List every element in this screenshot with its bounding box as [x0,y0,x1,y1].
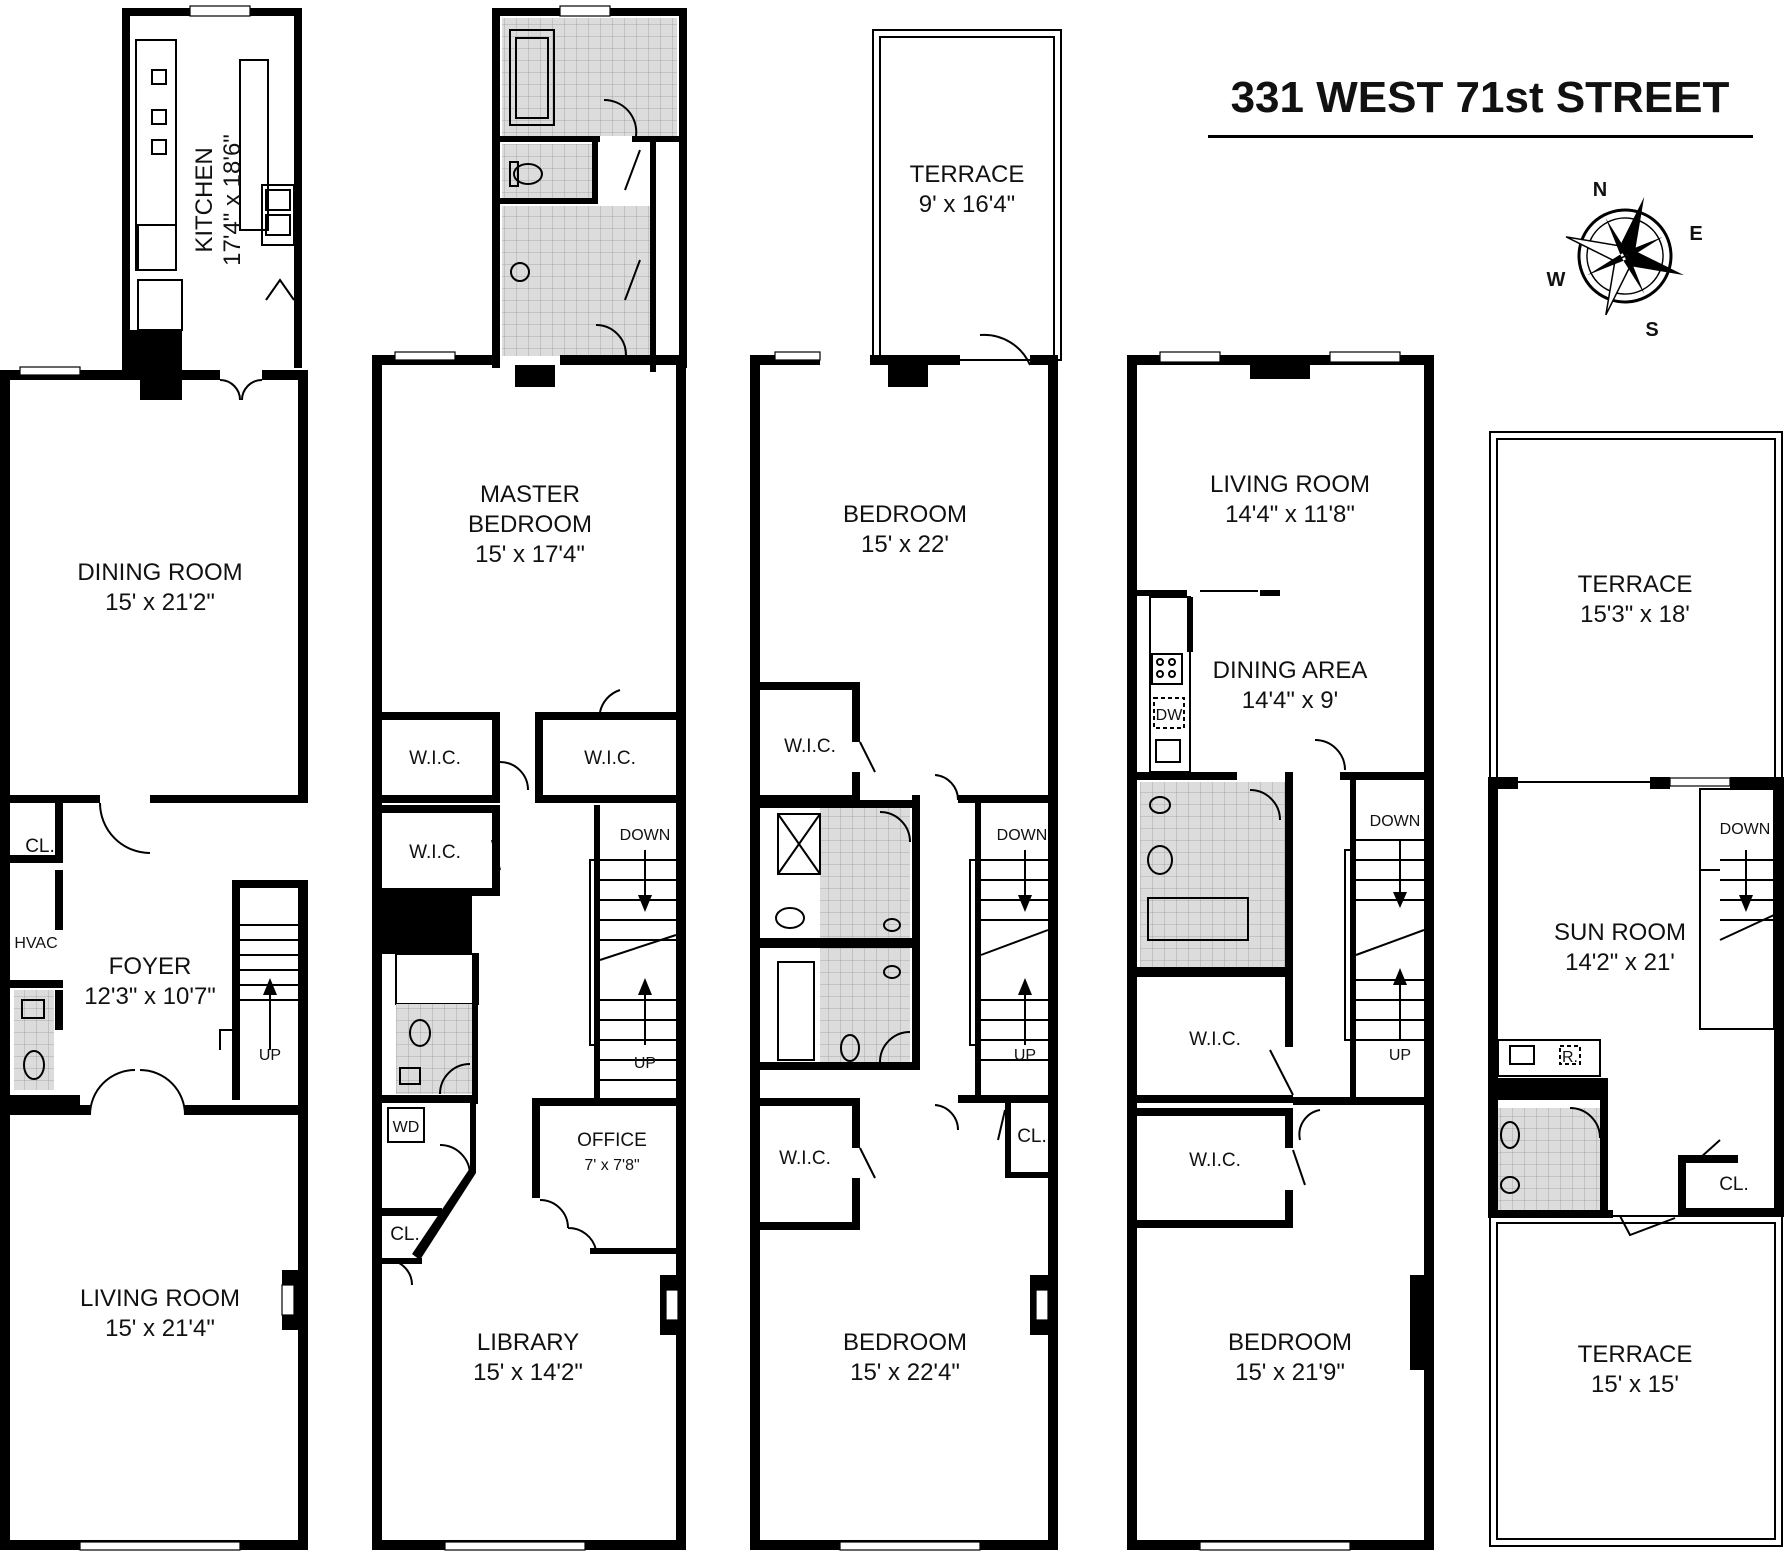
stair-down-label: DOWN [1370,813,1421,830]
floor-3: TERRACE 9' x 16'4" BEDROOM 15' x 22' W.I… [750,29,1062,1551]
bedroom-name: BEDROOM [843,501,967,528]
stair-down-label: DOWN [1720,821,1771,838]
master-bedroom-line1: MASTER [480,481,580,508]
compass-south: S [1645,319,1658,341]
wic-label: W.I.C. [779,1148,831,1169]
terrace-dims: 15'3" x 18' [1580,601,1690,628]
floor-4: LIVING ROOM 14'4" x 11'8" DINING AREA 14… [1127,351,1434,1551]
closet-label: CL. [1719,1174,1749,1195]
wic-label: W.I.C. [409,748,461,769]
washer-dryer-label: WD [393,1119,420,1136]
stair-up-label: UP [1389,1047,1411,1064]
living-room-name: LIVING ROOM [80,1285,240,1312]
library-name: LIBRARY [477,1329,579,1356]
closet-label: CL. [390,1224,420,1245]
hvac-label: HVAC [14,935,57,952]
dishwasher-label: DW [1156,707,1184,724]
wic-label: W.I.C. [584,748,636,769]
library-dims: 15' x 14'2" [473,1359,583,1386]
closet-label: CL. [1017,1126,1047,1147]
bedroom-name: BEDROOM [1228,1329,1352,1356]
stair-down-label: DOWN [620,827,671,844]
terrace-dims: 9' x 16'4" [919,191,1015,218]
stair-up-label: UP [259,1047,281,1064]
closet-label: CL. [25,836,55,857]
bedroom-name: BEDROOM [843,1329,967,1356]
foyer-dims: 12'3" x 10'7" [84,983,216,1010]
wic-label: W.I.C. [784,736,836,757]
compass-west: W [1547,269,1566,291]
terrace-name: TERRACE [1578,571,1693,598]
wic-label: W.I.C. [1189,1150,1241,1171]
kitchen-dims: 17'4" x 18'6" [219,134,246,266]
refrigerator-label: R. [1562,1049,1578,1066]
living-room-dims: 14'4" x 11'8" [1225,501,1355,528]
terrace-dims: 15' x 15' [1591,1371,1679,1398]
floor-1: KITCHEN 17'4" x 18'6" DINING ROOM 15' x … [0,5,308,1551]
master-bedroom-dims: 15' x 17'4" [475,541,585,568]
compass-rose-icon [1565,197,1684,316]
bedroom-dims: 15' x 22'4" [850,1359,960,1386]
bedroom-dims: 15' x 21'9" [1235,1359,1345,1386]
office-name: OFFICE [577,1130,647,1151]
sun-room-dims: 14'2" x 21' [1565,949,1675,976]
sun-room-name: SUN ROOM [1554,919,1686,946]
living-room-name: LIVING ROOM [1210,471,1370,498]
floor-5: TERRACE 15'3" x 18' DOWN SUN ROOM 14'2" … [1488,431,1784,1547]
stair-down-label: DOWN [997,827,1048,844]
dining-area-dims: 14'4" x 9' [1242,687,1338,714]
office-dims: 7' x 7'8" [584,1157,639,1174]
stair-up-label: UP [1014,1047,1036,1064]
title-underline [1208,135,1753,138]
bedroom-dims: 15' x 22' [861,531,949,558]
floor-2: MASTER BEDROOM 15' x 17'4" W.I.C. W.I.C.… [372,5,687,1551]
living-room-dims: 15' x 21'4" [105,1315,215,1342]
terrace-name: TERRACE [1578,1341,1693,1368]
stair-up-label: UP [634,1055,656,1072]
plan-title: 331 WEST 71st STREET [1231,73,1730,122]
compass-north: N [1593,179,1607,201]
kitchen-name: KITCHEN [191,147,218,252]
wic-label: W.I.C. [1189,1029,1241,1050]
dining-area-name: DINING AREA [1213,657,1368,684]
terrace-name: TERRACE [910,161,1025,188]
master-bedroom-line2: BEDROOM [468,511,592,538]
wic-label: W.I.C. [409,842,461,863]
compass-east: E [1689,223,1702,245]
dining-room-dims: 15' x 21'2" [105,589,215,616]
foyer-name: FOYER [109,953,192,980]
dining-room-name: DINING ROOM [77,559,242,586]
